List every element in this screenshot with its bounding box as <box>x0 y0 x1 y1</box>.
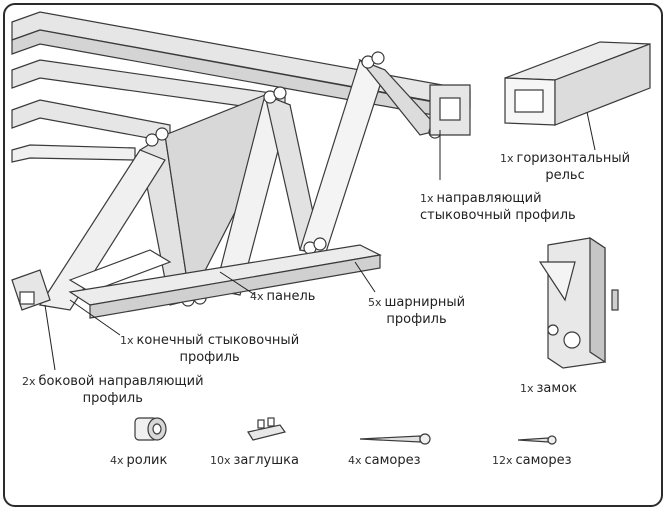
horizontal-rail <box>504 41 651 126</box>
guide-profile-end <box>429 84 471 136</box>
folded-panels <box>39 58 442 311</box>
screw-long-icon <box>359 433 431 445</box>
leader-lines <box>44 111 596 371</box>
lock-illustration <box>538 236 619 369</box>
screw-short-icon <box>517 435 557 445</box>
roller-icon <box>134 417 167 441</box>
border-frame <box>3 3 663 507</box>
plug-icon <box>247 417 287 441</box>
side-guide-profile <box>11 269 51 311</box>
